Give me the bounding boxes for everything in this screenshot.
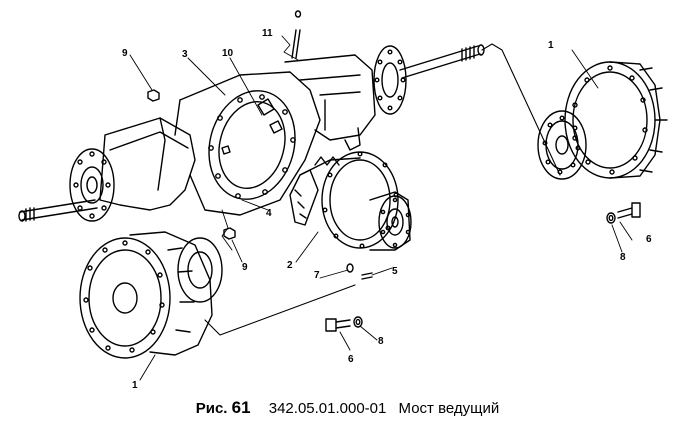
- right-wheel-hub: [537, 61, 668, 180]
- callout-1-left: 1: [132, 380, 138, 391]
- left-wheel-hub: [79, 231, 223, 359]
- nut-9-top: [147, 89, 160, 102]
- figure-number: 61: [231, 398, 251, 417]
- callout-7: 7: [314, 270, 320, 281]
- callout-2: 2: [287, 260, 293, 271]
- main-gear-assembly: [289, 151, 412, 251]
- nut-9-mid: [223, 227, 236, 240]
- callout-8-bottom: 8: [378, 336, 384, 347]
- part-code: 342.05.01.000-01: [268, 400, 387, 417]
- bolt-small-5: [361, 272, 373, 280]
- left-axle-flange: [69, 148, 115, 222]
- left-half-shaft: [18, 199, 98, 222]
- washer-right: [606, 212, 616, 224]
- right-half-shaft: [399, 44, 485, 79]
- figure-prefix: Рис.: [195, 400, 228, 417]
- leader-lines: [129, 35, 633, 381]
- stud-11: [291, 10, 302, 59]
- leader-left-hub-to-fasteners: [204, 284, 356, 336]
- housing-flange-ring: [208, 90, 296, 200]
- callout-11: 11: [262, 28, 273, 39]
- leader-shaft-to-right-hub: [481, 43, 561, 176]
- callout-10: 10: [222, 48, 234, 59]
- callout-3: 3: [182, 49, 188, 60]
- callout-5: 5: [392, 266, 398, 277]
- callout-6-bottom: 6: [348, 354, 354, 365]
- figure-caption: Рис. 61 342.05.01.000-01 Мост ведущий: [0, 398, 695, 418]
- bolt-bottom: [325, 318, 351, 332]
- callout-4: 4: [266, 208, 272, 219]
- callout-9-top: 9: [122, 48, 128, 59]
- callout-8-right: 8: [620, 252, 626, 263]
- callout-9-mid: 9: [242, 262, 248, 273]
- callout-1-right: 1: [548, 40, 554, 51]
- washer-bottom: [353, 316, 363, 328]
- washer-7: [346, 263, 354, 273]
- bolt-right: [617, 202, 641, 219]
- callout-6-right: 6: [646, 234, 652, 245]
- axle-housing: [99, 45, 407, 216]
- figure-title: Мост ведущий: [398, 400, 500, 417]
